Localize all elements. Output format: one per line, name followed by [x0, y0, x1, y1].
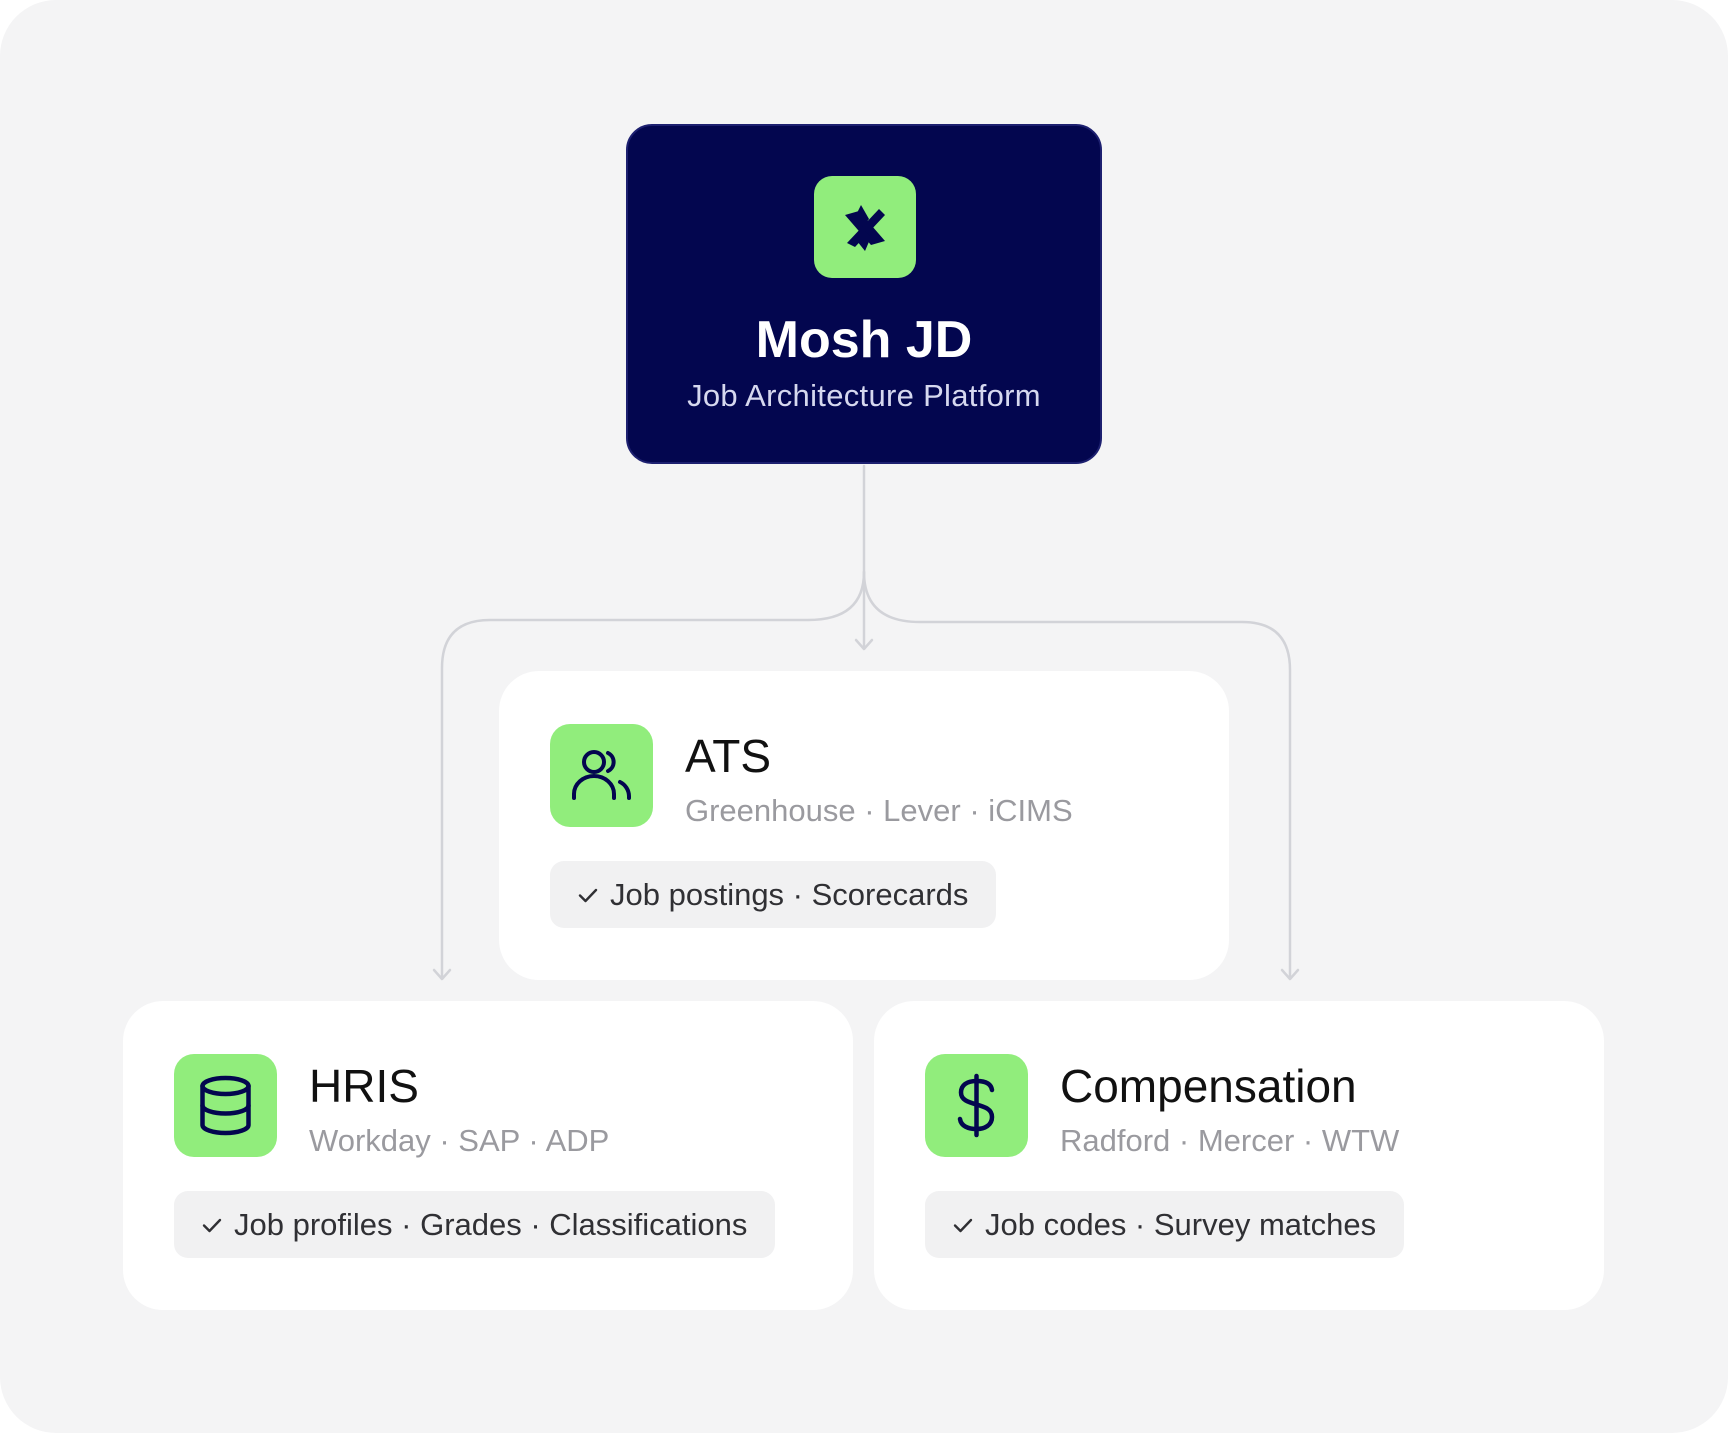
arrowhead-ats	[854, 638, 874, 651]
ats-card: ATS Greenhouse · Lever · iCIMS Job posti…	[499, 671, 1229, 980]
hub-subtitle: Job Architecture Platform	[687, 378, 1041, 413]
card-vendors: Radford · Mercer · WTW	[1060, 1123, 1400, 1158]
check-icon	[202, 1218, 222, 1232]
check-icon	[953, 1218, 973, 1232]
card-title: ATS	[685, 730, 772, 782]
sync-tag-label: Job profiles · Grades · Classifications	[234, 1206, 748, 1242]
hris-card: HRIS Workday · SAP · ADP Job profiles · …	[123, 1001, 853, 1310]
connector-to-hris	[440, 570, 866, 980]
check-icon	[578, 888, 598, 902]
card-title: HRIS	[309, 1060, 419, 1112]
arrowhead-compensation	[1280, 968, 1300, 981]
sync-tag: Job postings · Scorecards	[550, 861, 997, 928]
connector-to-compensation	[862, 570, 1292, 980]
compensation-card: Compensation Radford · Mercer · WTW Job …	[874, 1001, 1604, 1310]
mosh-jd-hub-card: Mosh JD Job Architecture Platform	[626, 124, 1102, 464]
arrowhead-hris	[432, 968, 452, 981]
card-title: Compensation	[1060, 1060, 1357, 1112]
mosh-x-logo-icon	[814, 176, 916, 278]
database-icon	[174, 1054, 277, 1157]
hub-title: Mosh JD	[755, 311, 973, 369]
card-vendors: Workday · SAP · ADP	[309, 1123, 610, 1158]
sync-tag-label: Job postings · Scorecards	[610, 876, 969, 912]
sync-tag: Job codes · Survey matches	[925, 1191, 1405, 1258]
card-vendors: Greenhouse · Lever · iCIMS	[685, 793, 1073, 828]
dollar-icon	[925, 1054, 1028, 1157]
sync-tag: Job profiles · Grades · Classifications	[174, 1191, 776, 1258]
sync-tag-label: Job codes · Survey matches	[985, 1206, 1377, 1242]
users-icon	[550, 724, 653, 827]
